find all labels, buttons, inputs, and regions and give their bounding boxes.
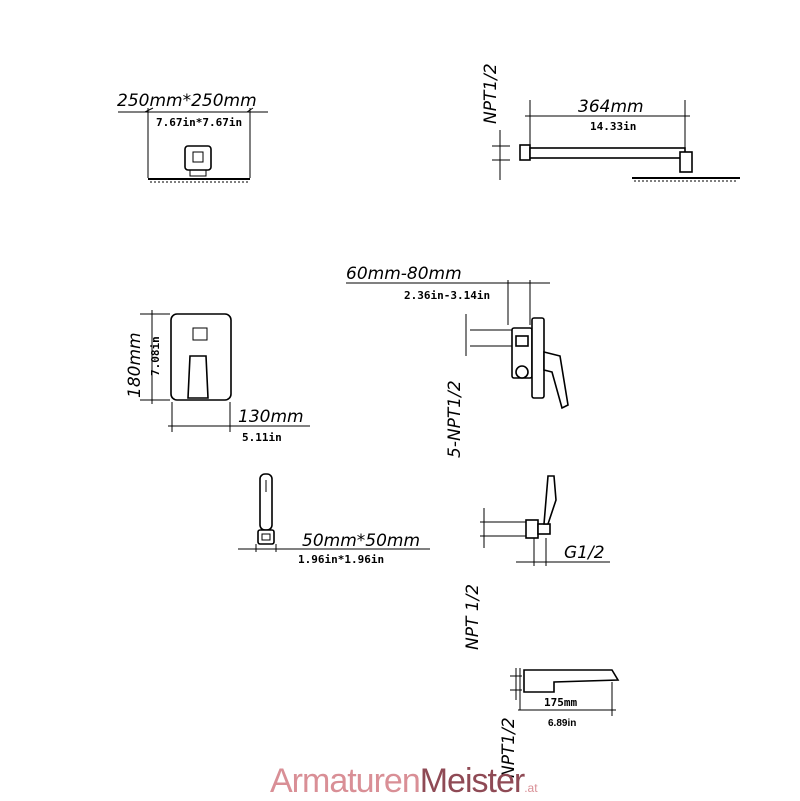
holder-outlet-thread: G1/2 [564, 543, 605, 563]
shower-arm-length-in: 14.33in [590, 120, 636, 133]
shower-arm-length-mm: 364mm [578, 97, 644, 117]
trim-width-in: 5.11in [242, 431, 282, 444]
hand-shower-size-in: 1.96in*1.96in [298, 553, 384, 566]
valve-depth-mm: 60mm-80mm [346, 264, 462, 284]
trim-height-in: 7.08in [149, 336, 162, 376]
valve-thread: 5-NPT1/2 [445, 380, 465, 458]
hand-shower-holder-side-view: G1/2 NPT 1/2 [463, 475, 610, 650]
hand-shower-size-mm: 50mm*50mm [302, 531, 420, 551]
watermark-logo: ArmaturenMeister.at [270, 762, 538, 801]
shower-arm-thread: NPT1/2 [481, 63, 501, 124]
trim-plate-front-view: 180mm 7.08in 130mm 5.11in [125, 310, 310, 444]
holder-inlet-thread: NPT 1/2 [463, 584, 483, 650]
watermark-part2: Meister [419, 762, 525, 800]
hand-shower-view: 50mm*50mm 1.96in*1.96in [238, 473, 430, 566]
trim-width-mm: 130mm [238, 407, 304, 427]
spout-thread: NPT1/2 [499, 717, 519, 778]
watermark-tld: .at [524, 781, 538, 795]
spout-length-in: 6.89in [548, 718, 576, 729]
valve-depth-in: 2.36in-3.14in [404, 289, 490, 302]
spout-length-mm: 175mm [544, 696, 577, 709]
rain-shower-head-front-view: 250mm*250mm 7.67in*7.67in [117, 91, 268, 183]
shower-arm-side-view: NPT1/2 364mm 14.33in [481, 63, 740, 182]
trim-height-mm: 180mm [125, 332, 145, 398]
shower-head-size-in: 7.67in*7.67in [156, 116, 242, 129]
watermark-part1: Armaturen [270, 762, 421, 800]
tub-spout-view: NPT1/2 175mm 6.89in [499, 668, 620, 778]
mixing-valve-side-view: 60mm-80mm 2.36in-3.14in 5-NPT1/2 [346, 264, 569, 458]
shower-head-size-mm: 250mm*250mm [117, 91, 257, 111]
